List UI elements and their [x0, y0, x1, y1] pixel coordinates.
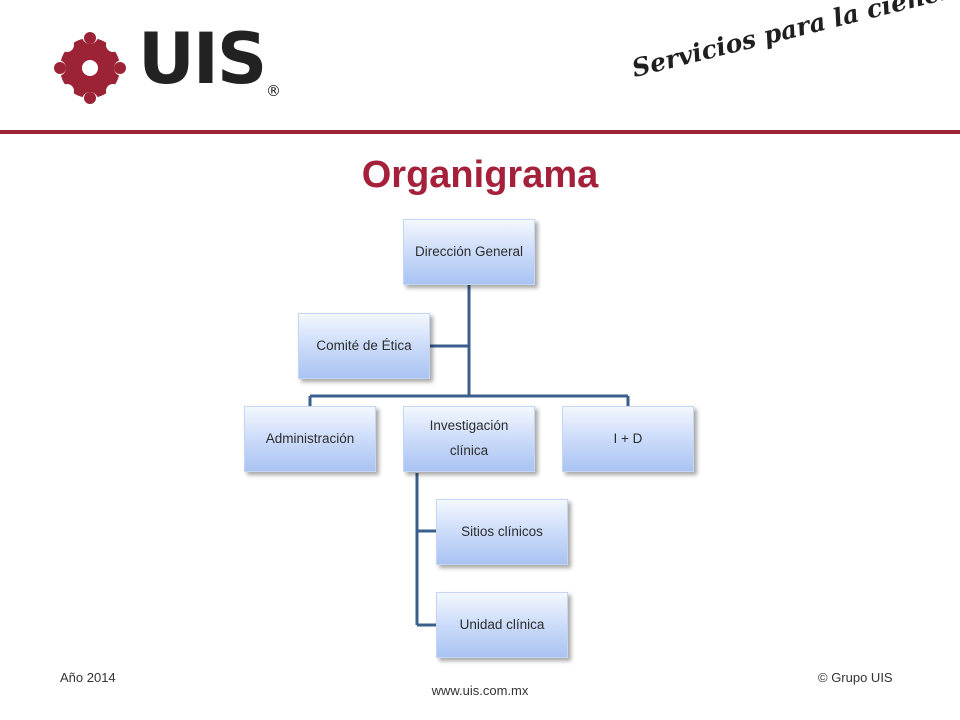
node-label: Sitios clínicos — [461, 523, 543, 539]
molecule-logo-icon — [52, 30, 128, 106]
registered-mark: ® — [266, 82, 281, 100]
node-i-mas-d[interactable]: I + D — [562, 406, 694, 472]
node-direccion-general[interactable]: Dirección General — [403, 219, 535, 285]
node-label: Unidad clínica — [459, 616, 545, 632]
node-label: I + D — [613, 430, 643, 446]
node-sitios-clinicos[interactable]: Sitios clínicos — [436, 499, 568, 565]
node-unidad-clinica[interactable]: Unidad clínica — [436, 592, 568, 658]
node-label: Comité de Ética — [316, 337, 412, 353]
footer-url: www.uis.com.mx — [431, 683, 529, 698]
node-label: Investigación clínica — [429, 418, 509, 458]
footer-copyright: © Grupo UIS — [818, 670, 893, 685]
node-label: Dirección General — [414, 243, 524, 259]
node-investigacion-clinica[interactable]: Investigación clínica — [403, 406, 535, 472]
page-title: Organigrama — [361, 154, 599, 196]
node-comite-de-etica[interactable]: Comité de Ética — [298, 313, 430, 379]
footer-year: Año 2014 — [60, 670, 116, 685]
header-divider — [0, 130, 960, 134]
uis-logo: UIS ® — [52, 24, 292, 110]
logo-wordmark: UIS — [138, 18, 267, 100]
node-label: Administración — [265, 430, 355, 446]
node-administracion[interactable]: Administración — [244, 406, 376, 472]
